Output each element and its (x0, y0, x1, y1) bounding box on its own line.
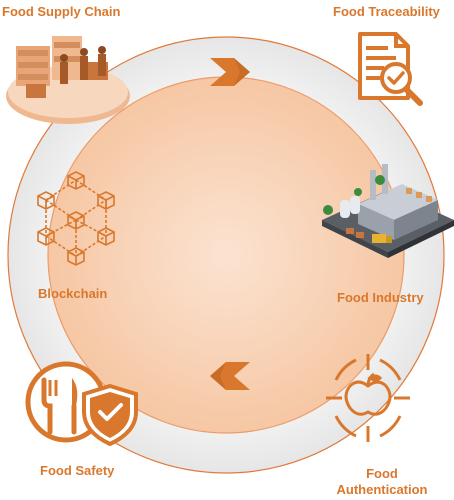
document-magnifier-icon (358, 32, 423, 106)
arrow-left-icon (210, 362, 250, 390)
food-traceability-label: Food Traceability (333, 4, 440, 19)
food-authentication-label-line2: Authentication (336, 482, 428, 497)
food-supply-chain-label: Food Supply Chain (2, 4, 121, 19)
arrow-right-icon (210, 58, 250, 86)
factory-icon (322, 164, 454, 258)
blockchain-label: Blockchain (38, 286, 108, 301)
apple-target-icon (326, 354, 410, 442)
blockchain-cubes-icon (37, 171, 115, 266)
food-industry-label: Food Industry (337, 290, 424, 305)
fork-knife-shield-icon (25, 361, 138, 447)
supply-chain-warehouse-icon (6, 36, 130, 124)
food-authentication-label-line1: Food (366, 466, 398, 481)
food-safety-label: Food Safety (40, 463, 115, 478)
